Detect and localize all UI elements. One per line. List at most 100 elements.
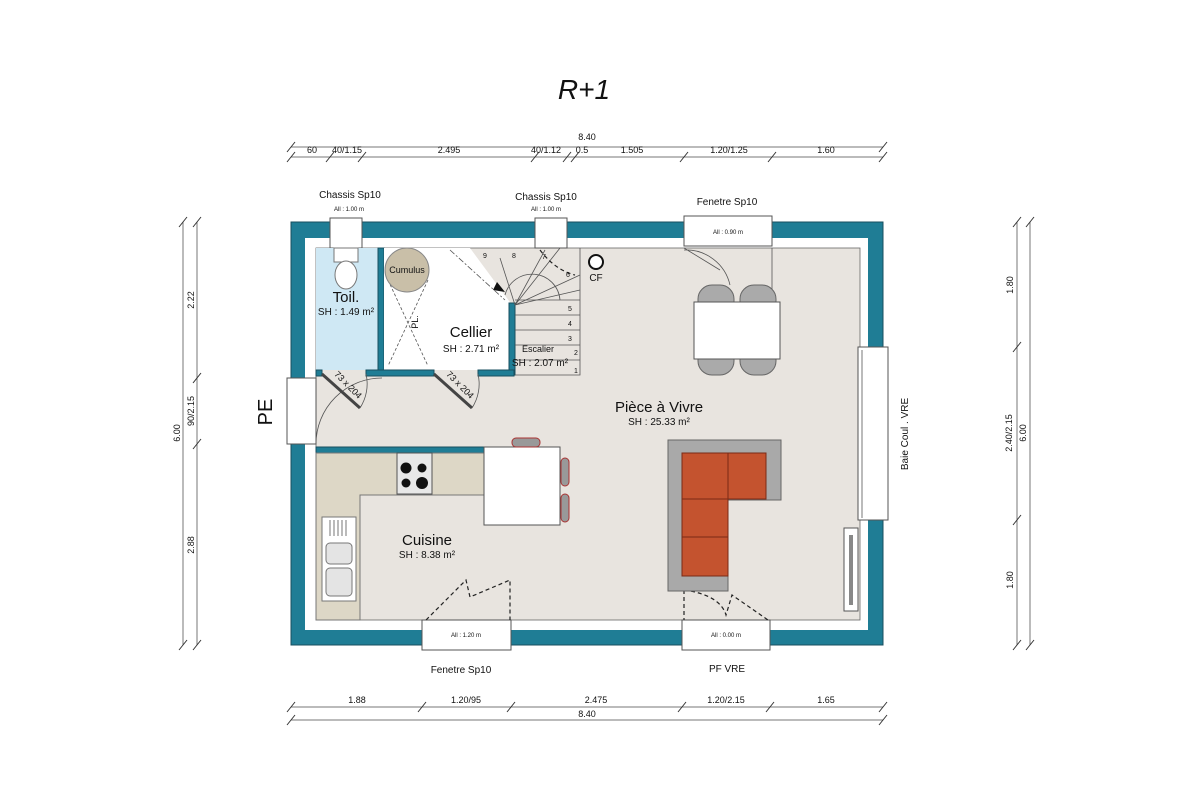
placard-label: PL. — [410, 315, 420, 329]
entry-door-pe — [286, 377, 317, 445]
dim-label: 2.475 — [585, 695, 608, 705]
dimension-tick — [677, 701, 687, 713]
room-name: Toil. — [333, 289, 360, 306]
dimension-tick — [878, 141, 888, 153]
label-height: All : 1.00 m — [334, 207, 364, 213]
dimension-tick — [878, 151, 888, 163]
window-fenetre-top — [683, 215, 773, 247]
dim-left-total: 6.00 — [172, 424, 182, 442]
right-dimension: 1.80 2.40/2.15 6.00 1.80 — [1004, 216, 1035, 651]
label-height: All : 0.00 m — [711, 633, 741, 639]
dimension-tick — [1012, 639, 1022, 651]
dimension-tick — [506, 701, 516, 713]
room-area: SH : 2.07 m² — [512, 358, 569, 369]
boiler-label: CF — [589, 273, 602, 284]
dim-label: 1.80 — [1005, 571, 1015, 589]
dimension-tick — [417, 701, 427, 713]
dimension-tick — [562, 151, 572, 163]
dim-label: 1.80 — [1005, 276, 1015, 294]
dim-label: 2.495 — [438, 145, 461, 155]
toilet-tank — [333, 247, 359, 263]
living-room: Pièce à Vivre SH : 25.33 m² — [615, 284, 859, 612]
dim-label: 1.65 — [817, 695, 835, 705]
dimension-tick — [192, 438, 202, 450]
label-chassis-left: Chassis Sp10 — [319, 190, 381, 201]
label-fenetre-bottom: Fenetre Sp10 — [431, 665, 492, 676]
window-chassis-left — [329, 217, 363, 249]
label-fenetre-top: Fenetre Sp10 — [697, 197, 758, 208]
top-dimension: 8.40 60 40/1.15 2.495 40/1.12 0.5 1.505 … — [286, 132, 888, 163]
dim-top-total: 8.40 — [578, 132, 596, 142]
toilet-bowl — [334, 260, 358, 290]
dimension-tick — [286, 141, 296, 153]
plan-title: R+1 — [558, 74, 610, 105]
dim-label: 0.5 — [576, 145, 589, 155]
dimension-tick — [357, 151, 367, 163]
dimension-tick — [570, 151, 580, 163]
cumulus-label: Cumulus — [389, 265, 425, 275]
boiler-icon — [588, 254, 604, 270]
dim-label: 2.88 — [186, 536, 196, 554]
dimension-tick — [192, 639, 202, 651]
room-name: Cellier — [450, 324, 493, 341]
step-number: 2 — [574, 350, 578, 357]
dim-label: 2.22 — [186, 291, 196, 309]
french-window-pf — [681, 619, 771, 651]
dim-label: 40/1.15 — [332, 145, 362, 155]
dim-label: 40/1.12 — [531, 145, 561, 155]
partition-wall — [377, 247, 385, 375]
dim-label: 60 — [307, 145, 317, 155]
dimension-tick — [325, 151, 335, 163]
partition-wall — [365, 369, 435, 377]
room-area: SH : 8.38 m² — [399, 550, 456, 561]
label-height: All : 1.20 m — [451, 633, 481, 639]
dim-right-total: 6.00 — [1018, 424, 1028, 442]
left-dimension: 6.00 2.22 90/2.15 2.88 — [172, 216, 202, 651]
dimension-tick — [1012, 514, 1022, 526]
dim-label: 90/2.15 — [186, 396, 196, 426]
room-name: Escalier — [522, 344, 554, 354]
room-area: SH : 25.33 m² — [628, 417, 690, 428]
label-baie: Baie Coul . VRE — [900, 398, 911, 471]
cumulus-icon — [384, 247, 430, 293]
dimension-tick — [1025, 216, 1035, 228]
dim-label: 1.60 — [817, 145, 835, 155]
step-number: 6 — [566, 272, 570, 279]
dimension-tick — [1025, 639, 1035, 651]
dimension-tick — [286, 714, 296, 726]
staircase: 1 2 3 4 5 6 7 8 9 Escalier SH : 2.07 m² — [483, 247, 581, 376]
dim-bottom-total: 8.40 — [578, 709, 596, 719]
dim-label: 1.88 — [348, 695, 366, 705]
step-number: 8 — [512, 253, 516, 260]
dimension-tick — [1012, 216, 1022, 228]
dimension-tick — [286, 151, 296, 163]
dim-label: 1.20/2.15 — [707, 695, 745, 705]
dimension-tick — [286, 701, 296, 713]
toilet-room: Toil. SH : 1.49 m² — [316, 247, 378, 370]
dimension-tick — [765, 701, 775, 713]
dimension-tick — [1012, 341, 1022, 353]
room-area: SH : 1.49 m² — [318, 307, 375, 318]
dining-table — [693, 301, 781, 360]
kitchen-island — [483, 446, 561, 526]
dim-label: 1.20/95 — [451, 695, 481, 705]
dimension-tick — [530, 151, 540, 163]
step-number: 7 — [542, 254, 546, 261]
step-number: 3 — [568, 336, 572, 343]
room-name: Cuisine — [402, 532, 452, 549]
label-height: All : 1.00 m — [531, 207, 561, 213]
dimension-tick — [878, 714, 888, 726]
room-area: SH : 2.71 m² — [443, 344, 500, 355]
step-number: 5 — [568, 306, 572, 313]
dimension-tick — [192, 216, 202, 228]
room-name: Pièce à Vivre — [615, 399, 703, 416]
step-number: 1 — [574, 368, 578, 375]
dimension-tick — [679, 151, 689, 163]
label-pe: PE — [255, 399, 277, 426]
window-fenetre-bottom — [421, 619, 512, 651]
window-chassis-mid — [534, 217, 568, 249]
sliding-bay-window — [857, 346, 889, 521]
bottom-dimension: 1.88 1.20/95 2.475 1.20/2.15 1.65 8.40 — [286, 695, 888, 726]
dimension-tick — [878, 701, 888, 713]
